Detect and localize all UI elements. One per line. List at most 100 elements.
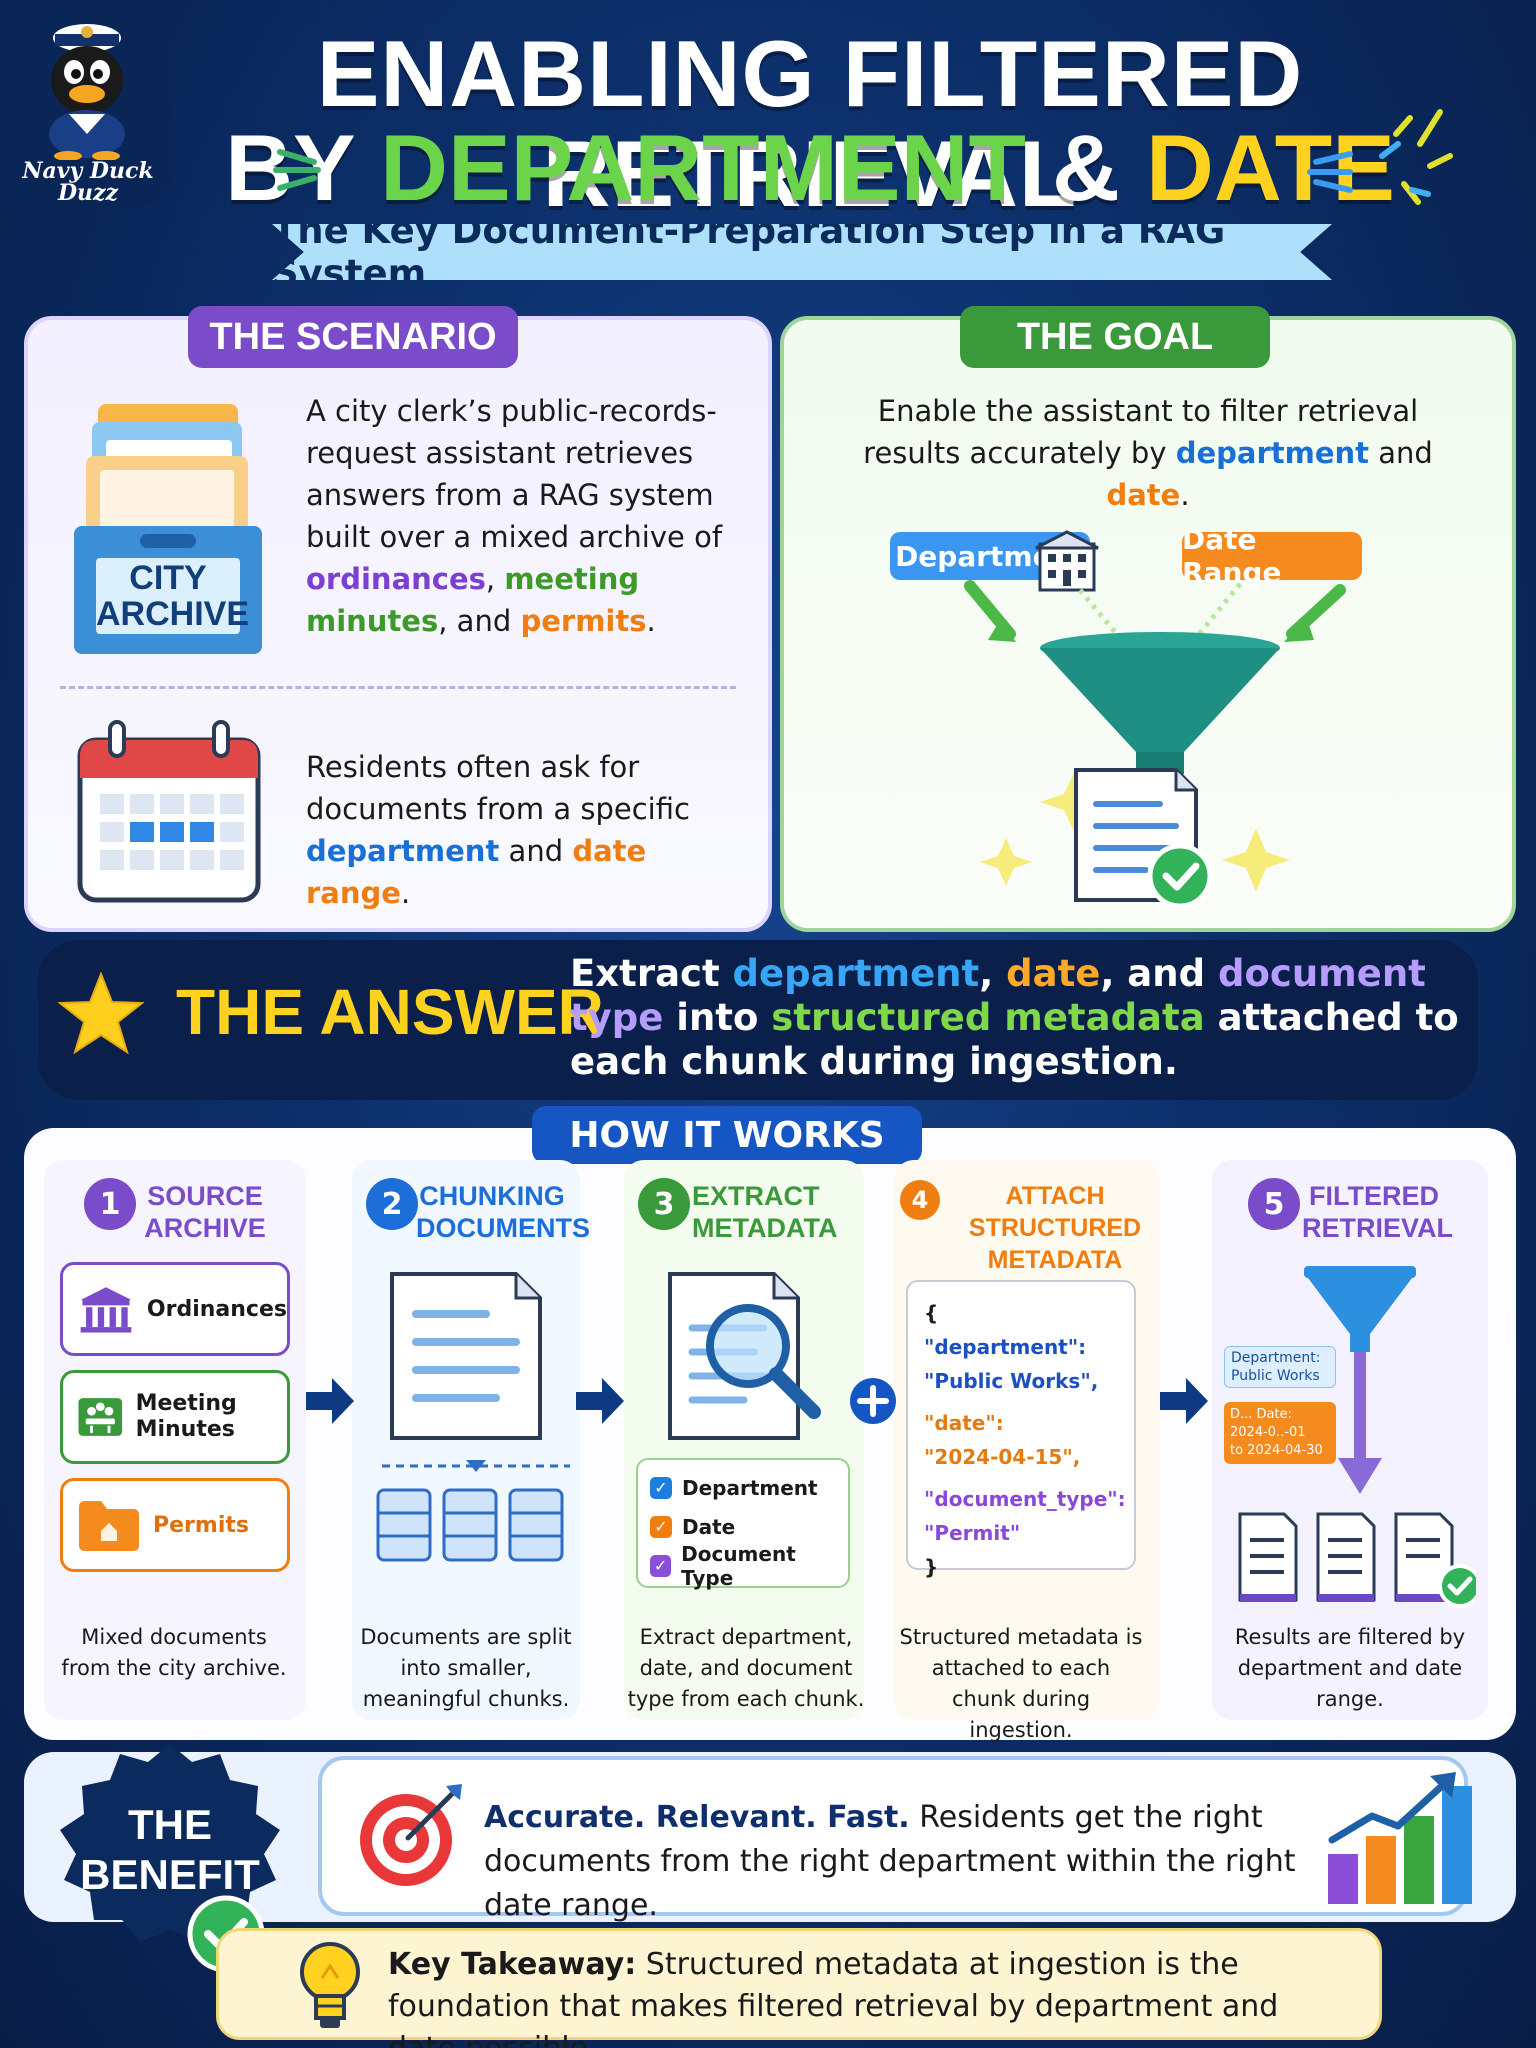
city-archive-box-icon	[74, 404, 262, 654]
courthouse-icon	[80, 1287, 132, 1333]
target-icon	[360, 1784, 462, 1886]
step-2-title-1: CHUNKING	[419, 1181, 565, 1211]
benefit-label: THE BENEFIT	[80, 1800, 260, 1900]
filtered-documents-icon	[1238, 1512, 1476, 1608]
scenario-tab: THE SCENARIO	[188, 306, 518, 368]
magnify-document-icon	[668, 1272, 821, 1440]
source-meeting-minutes-card: Meeting Minutes	[60, 1370, 290, 1464]
star-icon	[58, 972, 144, 1055]
title-amp: &	[1052, 115, 1120, 220]
source-ordinances-card: Ordinances	[60, 1262, 290, 1356]
date-range-tag: Date Range	[1182, 523, 1362, 589]
scenario-p1-text: A city clerk’s public-records-request as…	[306, 394, 723, 554]
scenario-paragraph-1: A city clerk’s public-records-request as…	[306, 390, 746, 642]
json-open-brace: {	[924, 1301, 939, 1325]
answer-t1: Extract	[570, 952, 733, 995]
benefit-card	[318, 1756, 1468, 1916]
step-4-number: 4	[900, 1180, 940, 1220]
title-date: DATE	[1146, 115, 1395, 220]
key-takeaway-card	[216, 1928, 1382, 2040]
logo-text: Navy Duck Duzz	[22, 158, 154, 206]
logo-panel: Navy Duck Duzz	[0, 0, 172, 208]
checkbox-checked-icon: ✓	[650, 1476, 672, 1499]
answer-banner	[38, 940, 1478, 1100]
mini-date-line-1: D... Date:	[1230, 1407, 1292, 1422]
json-key-date: "date":	[924, 1411, 1004, 1435]
mini-date-line-2: 2024-0..-01	[1230, 1425, 1306, 1440]
goal-text-end: .	[1180, 478, 1190, 512]
retrieval-funnel-icon	[1304, 1266, 1416, 1494]
scenario-p2-text: Residents often ask for documents from a…	[306, 750, 690, 826]
funnel-icon	[964, 580, 1346, 909]
scenario-p2-end: .	[400, 876, 411, 910]
answer-date: date	[1006, 952, 1101, 995]
mini-department-tag: Department: Public Works	[1224, 1346, 1336, 1388]
source-permits-label: Permits	[153, 1512, 249, 1538]
document-chunks-icon	[376, 1272, 570, 1562]
mini-date-line-3: to 2024-04-30	[1230, 1443, 1323, 1458]
answer-department: department	[732, 952, 980, 995]
check-document-type-label: Document Type	[681, 1541, 796, 1590]
takeaway-bold: Key Takeaway:	[388, 1947, 637, 1982]
step-5-number: 5	[1248, 1178, 1300, 1230]
goal-text: Enable the assistant to filter retrieval…	[850, 390, 1446, 516]
check-department-label: Department	[682, 1475, 818, 1500]
arrow-right-icon	[1160, 1378, 1208, 1424]
step-3-title-2: METADATA	[692, 1213, 838, 1243]
answer-t5: attached to each chunk during ingestion.	[570, 996, 1459, 1083]
step-3-description: Extract department, date, and document t…	[627, 1625, 865, 1711]
calendar-icon	[77, 720, 261, 903]
scenario-permits: permits	[520, 604, 647, 638]
check-document-type-row: ✓ Document Type	[638, 1542, 848, 1590]
json-close-brace: }	[924, 1555, 939, 1579]
answer-label: THE ANSWER	[176, 976, 604, 1048]
arrow-right-icon	[576, 1378, 624, 1424]
step-1-title-2: ARCHIVE	[144, 1213, 266, 1243]
scenario-date-range: date range	[306, 834, 647, 910]
city-archive-label: CITY ARCHIVE	[96, 559, 249, 632]
scenario-paragraph-2: Residents often ask for documents from a…	[306, 746, 746, 914]
benefit-bold: Accurate. Relevant. Fast.	[484, 1800, 910, 1835]
answer-t2: ,	[979, 952, 1007, 995]
duck-mascot-icon	[49, 24, 125, 160]
checkbox-checked-icon: ✓	[650, 1554, 672, 1577]
benefit-text: Accurate. Relevant. Fast. Residents get …	[484, 1796, 1334, 1928]
scenario-comma-2: ,	[438, 604, 448, 638]
goal-department: department	[1175, 436, 1370, 470]
goal-tab: THE GOAL	[960, 306, 1270, 368]
scenario-divider	[60, 686, 736, 689]
checkbox-checked-icon: ✓	[650, 1515, 672, 1538]
step-5-title-2: RETRIEVAL	[1302, 1213, 1454, 1243]
city-archive-label-1: CITY	[129, 559, 207, 597]
step-3-title-1: EXTRACT	[692, 1181, 820, 1211]
json-value-department: "Public Works",	[924, 1369, 1099, 1393]
source-permits-card: Permits	[60, 1478, 290, 1572]
step-2-number: 2	[366, 1178, 418, 1230]
source-meeting-minutes-label: Meeting Minutes	[135, 1391, 237, 1442]
benefit-label-2: BENEFIT	[80, 1851, 260, 1898]
json-key-document-type: "document_type":	[924, 1487, 1126, 1511]
step-1-description: Mixed documents from the city archive.	[61, 1625, 287, 1680]
answer-t3: , and	[1100, 952, 1218, 995]
lightbulb-icon	[300, 1942, 360, 2028]
scenario-comma-1: ,	[485, 562, 505, 596]
json-key-department: "department":	[924, 1335, 1087, 1359]
goal-date: date	[1106, 478, 1181, 512]
benefit-badge-icon	[60, 1744, 280, 1942]
mini-date-tag: D... Date: 2024-0..-01 to 2024-04-30	[1224, 1402, 1336, 1464]
meeting-icon	[78, 1398, 123, 1436]
title-department: DEPARTMENT	[380, 115, 1026, 220]
key-takeaway-text: Key Takeaway: Structured metadata at ing…	[388, 1944, 1348, 2048]
building-icon	[1035, 530, 1099, 592]
scenario-ordinances: ordinances	[306, 562, 486, 596]
title-line-2: BY DEPARTMENT & DATE	[200, 118, 1420, 218]
step-4-title-2: METADATA	[987, 1246, 1123, 1274]
plus-icon	[850, 1378, 896, 1424]
how-it-works-tab: HOW IT WORKS	[532, 1106, 922, 1164]
check-date-row: ✓Date	[638, 1507, 848, 1546]
